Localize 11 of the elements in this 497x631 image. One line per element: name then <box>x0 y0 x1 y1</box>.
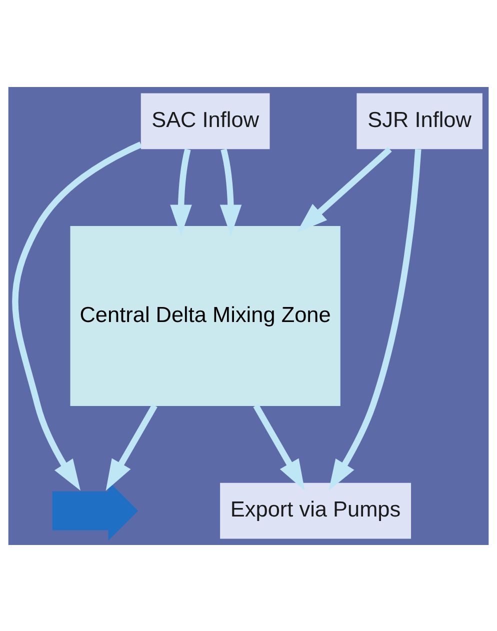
arrow <box>328 148 422 490</box>
arrow <box>106 404 158 490</box>
node-box: SJR Inflow <box>356 92 482 149</box>
node-box: Export via Pumps <box>220 482 412 538</box>
arrow <box>12 141 142 490</box>
arrow <box>220 148 242 236</box>
arrow <box>170 148 192 236</box>
arrow <box>253 404 305 490</box>
node-box: SAC Inflow <box>140 92 270 149</box>
node-box: Central Delta Mixing Zone <box>70 225 340 406</box>
arrow <box>296 146 392 232</box>
